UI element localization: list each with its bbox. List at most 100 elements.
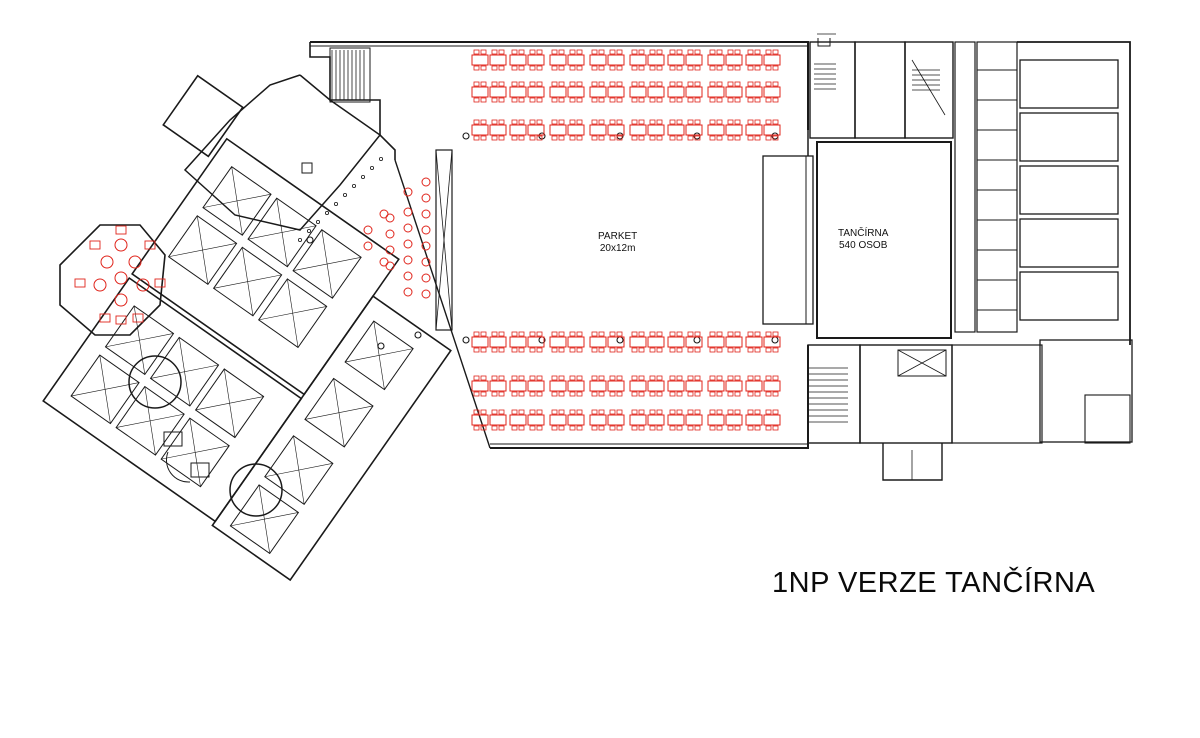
chair — [676, 135, 683, 141]
chair — [754, 81, 761, 87]
table — [629, 54, 647, 66]
chair — [631, 81, 638, 87]
table — [589, 414, 607, 426]
chair — [772, 425, 779, 431]
table — [509, 86, 527, 98]
chair — [518, 119, 525, 125]
chair — [511, 49, 518, 55]
chair — [511, 135, 518, 141]
vault-bay — [304, 377, 374, 448]
chair — [716, 119, 723, 125]
chair — [616, 425, 623, 431]
chair — [529, 65, 536, 71]
vault-bay — [160, 417, 230, 488]
chair — [569, 65, 576, 71]
table — [745, 380, 763, 392]
chair — [772, 375, 779, 381]
parket-name: PARKET — [598, 231, 638, 242]
chair — [631, 65, 638, 71]
chair — [473, 49, 480, 55]
chair — [694, 97, 701, 103]
chair — [727, 391, 734, 397]
table-set — [509, 119, 545, 141]
chair — [709, 65, 716, 71]
north-stair-room — [809, 41, 856, 139]
table — [471, 54, 489, 66]
chair — [638, 135, 645, 141]
table — [763, 414, 781, 426]
chair — [734, 347, 741, 353]
chair — [656, 81, 663, 87]
table — [567, 380, 585, 392]
chair — [551, 347, 558, 353]
tancirna-capacity: 540 OSOB — [839, 240, 888, 251]
chair — [569, 375, 576, 381]
table — [725, 86, 743, 98]
table — [509, 380, 527, 392]
chair — [669, 409, 676, 415]
table — [567, 336, 585, 348]
chair — [709, 425, 716, 431]
chair — [649, 81, 656, 87]
chair — [747, 375, 754, 381]
chair — [598, 391, 605, 397]
chair — [687, 331, 694, 337]
hall-diagonal-wall — [394, 159, 491, 449]
table — [667, 54, 685, 66]
chair — [709, 347, 716, 353]
table-set — [471, 119, 507, 141]
chair — [598, 97, 605, 103]
chair — [536, 119, 543, 125]
chair — [480, 119, 487, 125]
round-table — [379, 257, 389, 267]
table — [763, 86, 781, 98]
table — [471, 124, 489, 136]
chair — [529, 375, 536, 381]
chair — [716, 375, 723, 381]
chair — [649, 391, 656, 397]
chair — [498, 65, 505, 71]
chair — [709, 409, 716, 415]
chair — [687, 409, 694, 415]
chair — [631, 425, 638, 431]
chair — [480, 97, 487, 103]
chair — [716, 135, 723, 141]
table — [647, 124, 665, 136]
chair — [598, 409, 605, 415]
chair — [144, 240, 156, 250]
vault-bay — [115, 385, 185, 456]
round-table — [114, 238, 128, 252]
chair — [772, 135, 779, 141]
chair — [558, 65, 565, 71]
chair — [716, 49, 723, 55]
chair — [727, 49, 734, 55]
table — [647, 86, 665, 98]
chair — [536, 347, 543, 353]
chair — [598, 425, 605, 431]
column — [414, 331, 422, 339]
chair — [616, 135, 623, 141]
chair — [529, 409, 536, 415]
chair — [754, 375, 761, 381]
chair — [591, 391, 598, 397]
chair — [498, 135, 505, 141]
chair — [569, 97, 576, 103]
chair — [747, 425, 754, 431]
vault-diagonal — [71, 382, 140, 397]
chair — [616, 65, 623, 71]
west-wing — [42, 74, 452, 582]
table — [549, 380, 567, 392]
chair — [754, 409, 761, 415]
chair — [609, 119, 616, 125]
table-set — [471, 375, 507, 397]
chair — [473, 81, 480, 87]
chair — [480, 65, 487, 71]
chair — [669, 375, 676, 381]
chair — [480, 135, 487, 141]
chair — [591, 347, 598, 353]
chair — [747, 81, 754, 87]
chair — [747, 119, 754, 125]
chair — [598, 81, 605, 87]
chair — [676, 409, 683, 415]
north-annex — [183, 74, 382, 231]
